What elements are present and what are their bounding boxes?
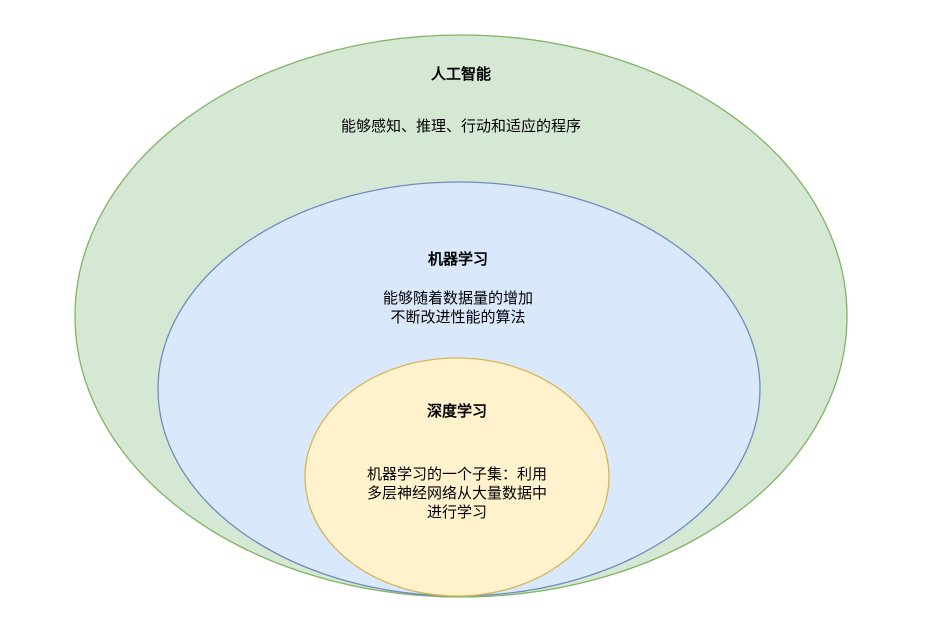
ml-description: 能够随着数据量的增加 不断改进性能的算法: [308, 289, 608, 327]
ml-title: 机器学习: [427, 250, 488, 268]
dl-description: 机器学习的一个子集：利用 多层神经网络从大量数据中 进行学习: [307, 465, 607, 522]
dl-description-line: 多层神经网络从大量数据中: [366, 484, 547, 502]
ml-description-line: 能够随着数据量的增加: [382, 289, 533, 307]
ai-description: 能够感知、推理、行动和适应的程序: [340, 117, 581, 135]
dl-description-line: 进行学习: [426, 503, 487, 521]
dl-description-line: 机器学习的一个子集：利用: [366, 465, 547, 483]
dl-ellipse: [304, 357, 610, 597]
ml-description-line: 不断改进性能的算法: [390, 308, 526, 326]
dl-title: 深度学习: [426, 402, 487, 420]
ai-title: 人工智能: [430, 65, 491, 83]
